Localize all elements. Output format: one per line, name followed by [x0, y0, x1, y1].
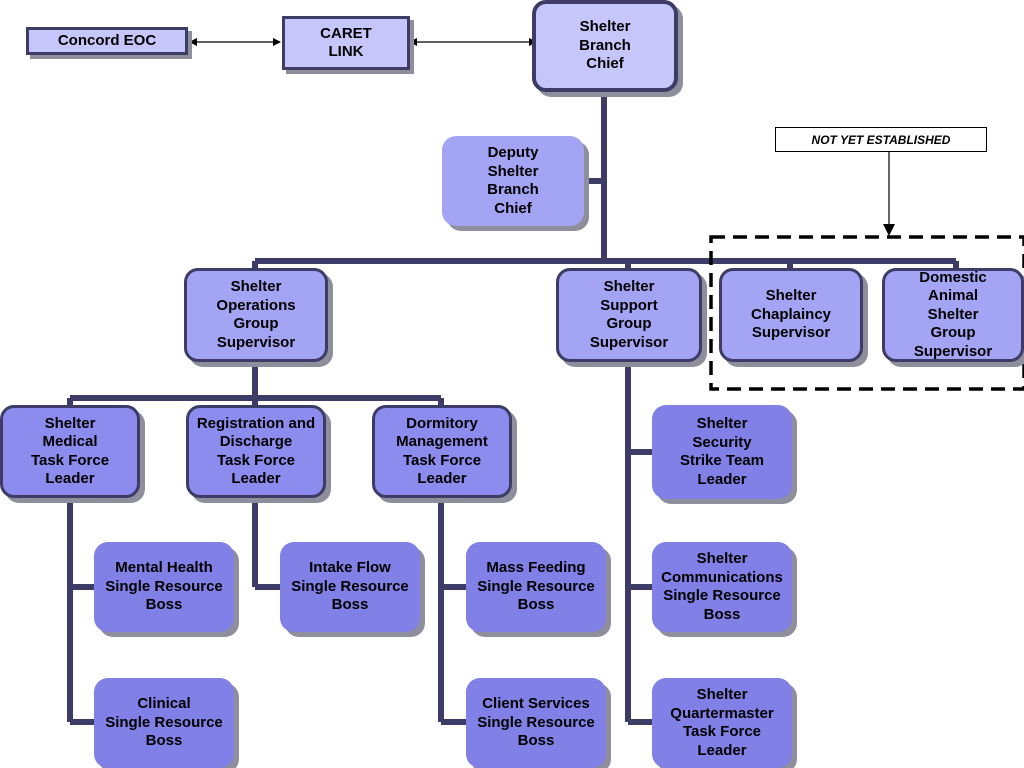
clinical-resource-box: Clinical Single Resource Boss [94, 678, 234, 768]
chaplaincy-supervisor-box: Shelter Chaplaincy Supervisor [719, 268, 863, 362]
concord-eoc-box: Concord EOC [26, 27, 188, 55]
mental-health-resource-box: Mental Health Single Resource Boss [94, 542, 234, 632]
domestic-animal-supervisor-box: Domestic Animal Shelter Group Supervisor [882, 268, 1024, 362]
dormitory-task-force-box: Dormitory Management Task Force Leader [372, 405, 512, 498]
shelter-branch-chief-box: Shelter Branch Chief [532, 0, 678, 92]
quartermaster-task-force-box: Shelter Quartermaster Task Force Leader [652, 678, 792, 768]
operations-group-supervisor-box: Shelter Operations Group Supervisor [184, 268, 328, 362]
caret-link-box: CARET LINK [282, 16, 410, 70]
communications-resource-box: Shelter Communications Single Resource B… [652, 542, 792, 632]
not-yet-established-note: NOT YET ESTABLISHED [775, 127, 987, 152]
medical-task-force-box: Shelter Medical Task Force Leader [0, 405, 140, 498]
intake-flow-resource-box: Intake Flow Single Resource Boss [280, 542, 420, 632]
support-group-supervisor-box: Shelter Support Group Supervisor [556, 268, 702, 362]
deputy-chief-box: Deputy Shelter Branch Chief [442, 136, 584, 226]
security-strike-team-box: Shelter Security Strike Team Leader [652, 405, 792, 499]
registration-task-force-box: Registration and Discharge Task Force Le… [186, 405, 326, 498]
client-services-resource-box: Client Services Single Resource Boss [466, 678, 606, 768]
not-yet-established-region [709, 235, 1024, 391]
mass-feeding-resource-box: Mass Feeding Single Resource Boss [466, 542, 606, 632]
